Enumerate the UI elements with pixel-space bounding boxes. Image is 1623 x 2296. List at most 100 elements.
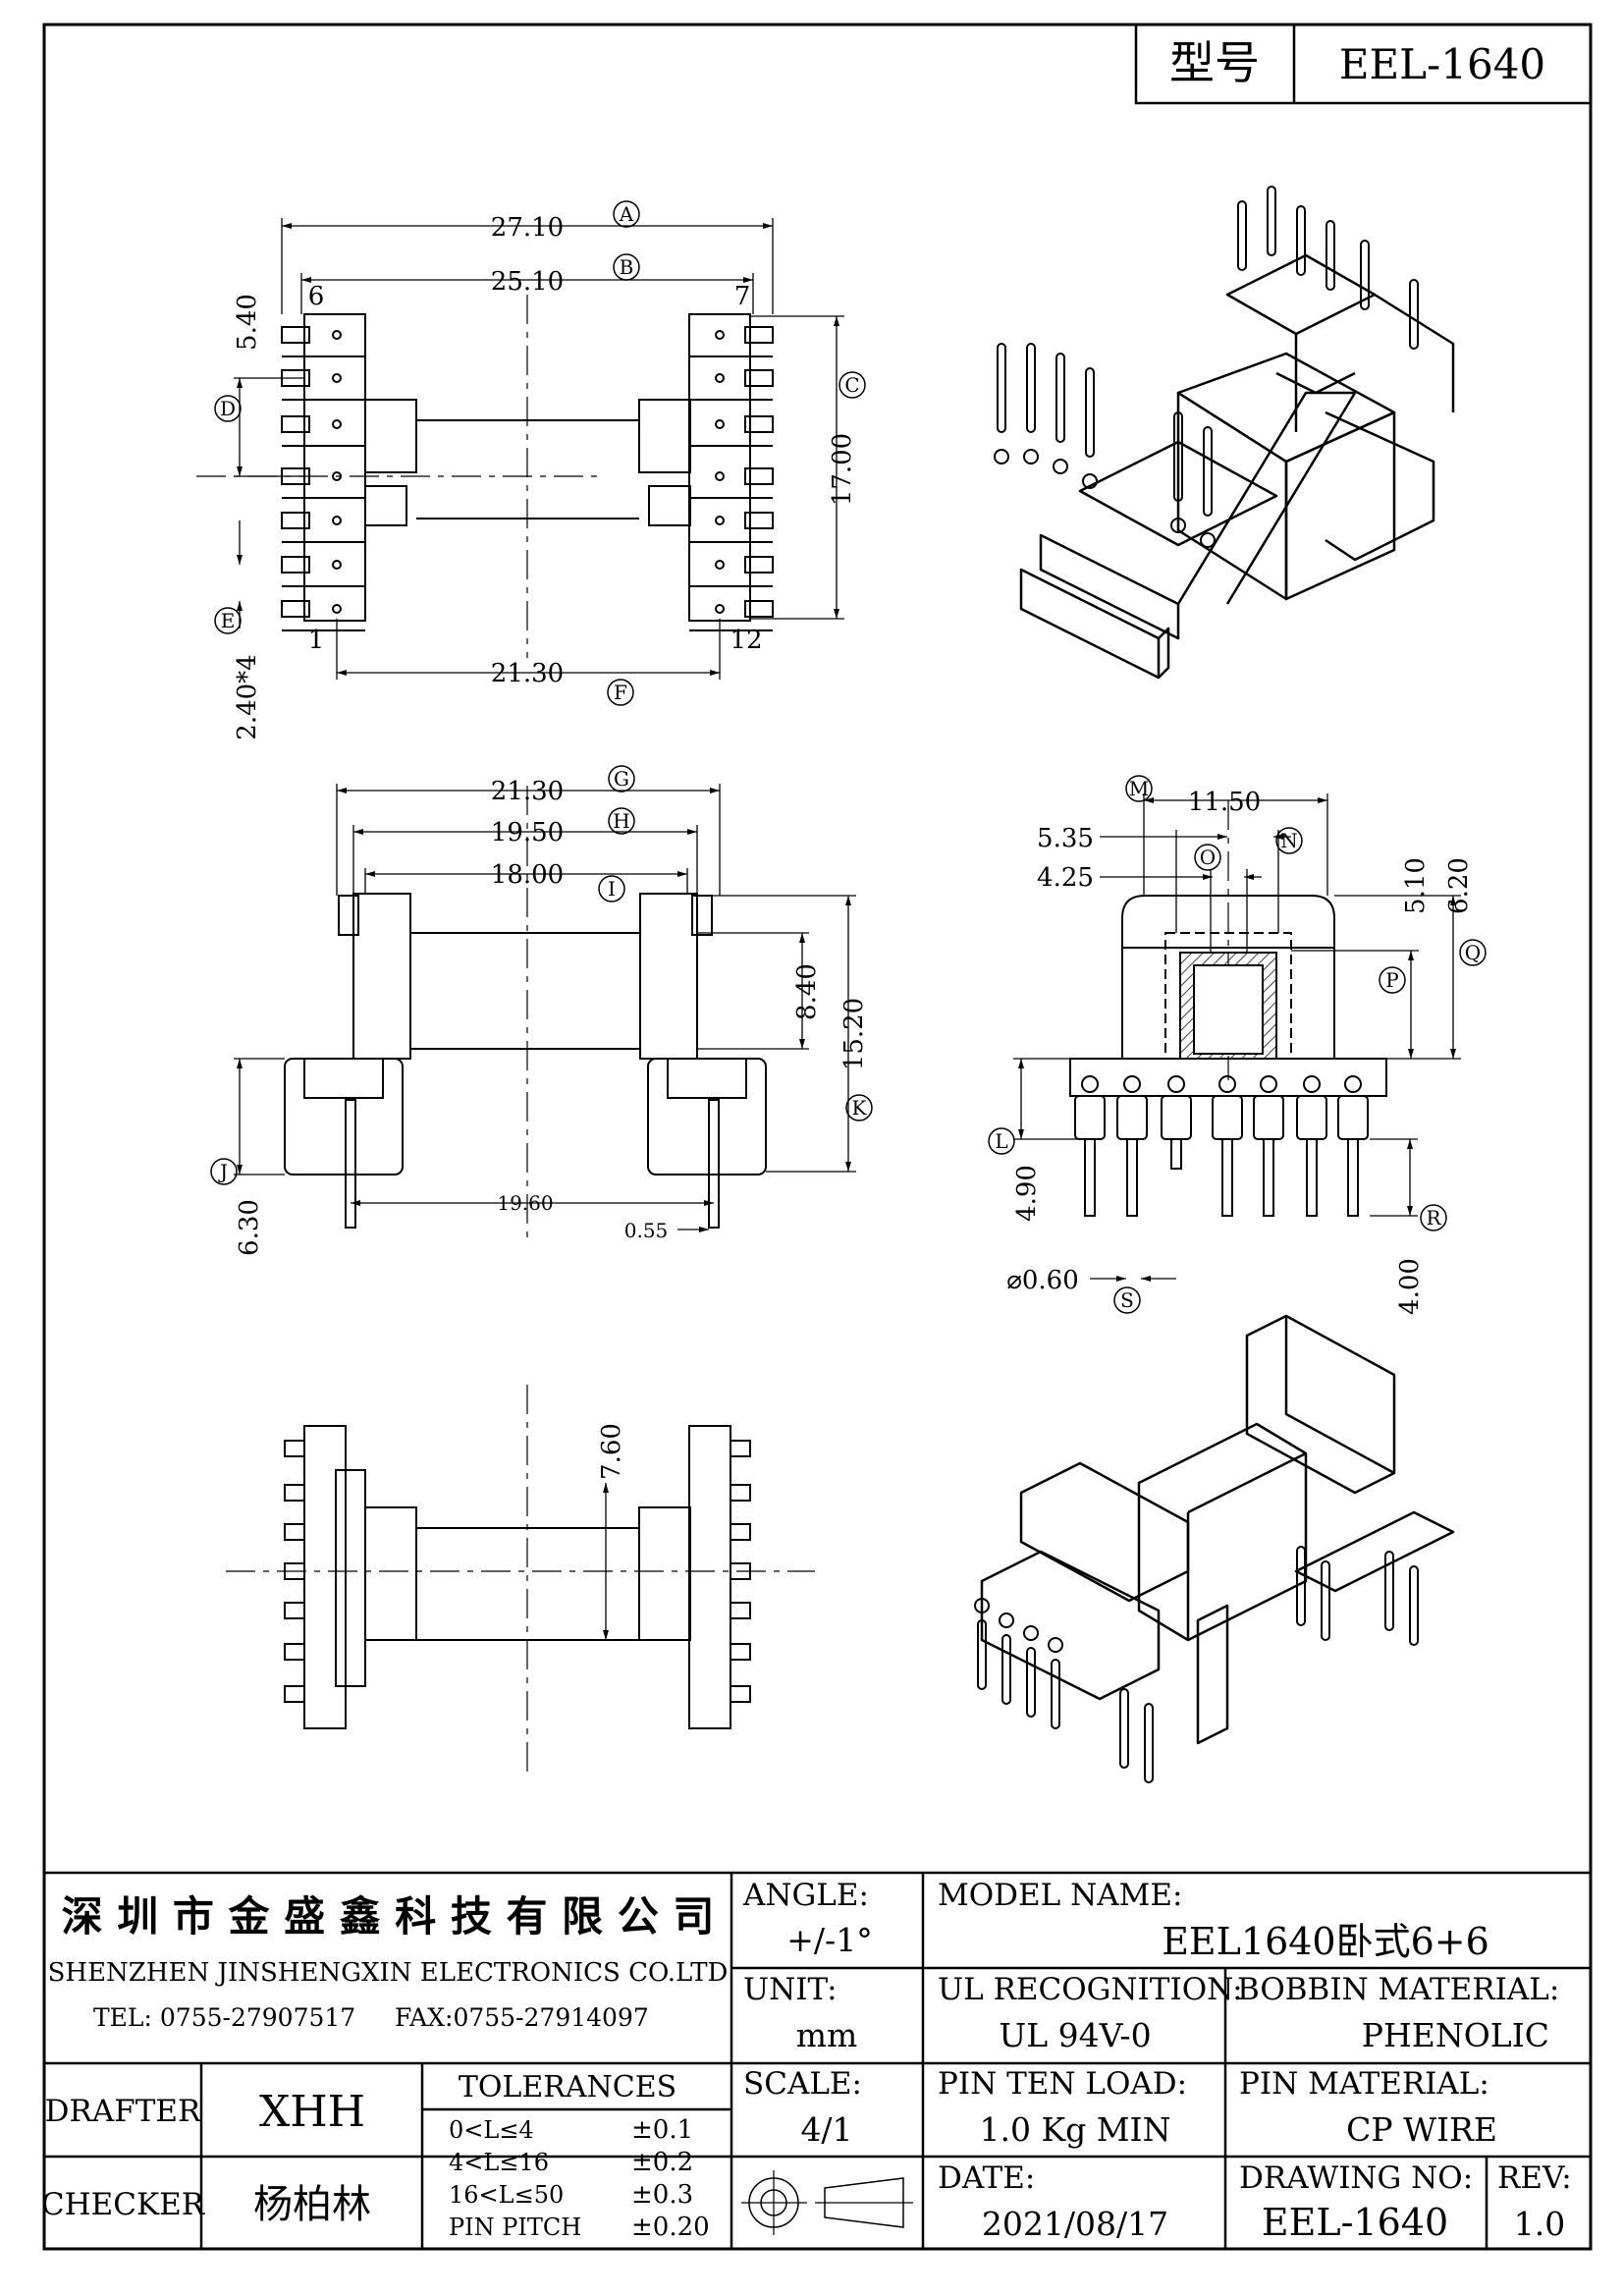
bottom-pin-left (284, 1643, 305, 1661)
top-pin-right (744, 467, 774, 485)
iso-bottom-pin-head (999, 1613, 1014, 1628)
front-pin-base (1337, 1095, 1369, 1140)
dim-q: 6.20 (1444, 857, 1474, 914)
iso-bottom-pin-lead (977, 1619, 987, 1690)
dim-b: 25.10 (491, 267, 564, 297)
pin-label-6: 6 (308, 282, 325, 311)
front-pin-lead (1221, 1138, 1233, 1217)
iso-top-pin-lower (1026, 343, 1036, 433)
iso-top-pin-upper (1267, 186, 1276, 256)
dim-pin: 0.55 (624, 1219, 669, 1242)
front-pin-lead (1263, 1138, 1274, 1217)
dim-inner: 8.40 (792, 963, 822, 1020)
iso-bottom-pin-lead (1409, 1565, 1419, 1646)
iso-bottom-pin-lead (1119, 1688, 1129, 1769)
bottom-pin-left (284, 1440, 305, 1457)
tolerance-range: 4<L≤16 (449, 2149, 549, 2176)
unit-label: UNIT: (743, 1972, 838, 2007)
iso-bottom-pin-lead (1296, 1546, 1306, 1626)
dim-e: 2.40*4 (233, 654, 262, 739)
dim-n: 5.35 (1037, 824, 1094, 853)
callout-circle-n (1275, 827, 1303, 854)
callout-circle-f (607, 679, 634, 706)
iso-bottom-pin-head (1048, 1637, 1063, 1653)
front-pin-head (1218, 1075, 1236, 1093)
side-view-dimensions (234, 784, 856, 1232)
top-pin-hole-right (715, 516, 725, 525)
dim-j: 6.30 (235, 1199, 264, 1256)
company-en: SHENZHEN JINSHENGXIN ELECTRONICS CO.LTD (48, 1958, 729, 1988)
front-pin-head (1344, 1075, 1362, 1093)
callout-letter-e: E (221, 609, 236, 632)
iso-top-pin-upper (1409, 279, 1419, 350)
tolerances-label: TOLERANCES (459, 2070, 676, 2105)
top-pin-right (744, 556, 774, 574)
top-pin-right (744, 369, 774, 387)
front-pin-head (1081, 1075, 1099, 1093)
callout-circle-c (839, 371, 866, 399)
callout-letter-n: N (1280, 829, 1298, 852)
dim-bottom-h: 7.60 (597, 1423, 626, 1480)
callout-circle-m (1125, 775, 1153, 802)
iso-top-pin-head (1053, 459, 1068, 474)
iso-top-pin-lower (1173, 411, 1183, 502)
angle-value: +/-1° (786, 1921, 872, 1959)
bottom-pin-right (730, 1440, 751, 1457)
callout-letter-i: I (608, 877, 616, 901)
top-pin-hole-left (332, 560, 342, 570)
callout-circle-o (1194, 844, 1221, 871)
front-view (1069, 800, 1387, 1097)
callout-letter-r: R (1426, 1206, 1441, 1230)
tolerance-range: 16<L≤50 (449, 2181, 564, 2209)
front-pin-lead (1306, 1138, 1318, 1217)
checker-label: CHECKER (41, 2187, 206, 2222)
angle-label: ANGLE: (742, 1878, 869, 1913)
isometric-view-top (1019, 253, 1455, 680)
top-view-pins (281, 326, 774, 631)
top-pin-left (281, 326, 310, 344)
iso-bottom-pin-lead (1026, 1647, 1036, 1718)
dim-c: 17.00 (828, 433, 857, 506)
front-pin-base (1296, 1095, 1327, 1140)
iso-top-pin-head (1023, 449, 1039, 465)
callout-circle-s (1113, 1286, 1141, 1314)
top-view-dimensions (234, 218, 844, 680)
front-pin-base (1212, 1095, 1243, 1140)
tolerance-value: ±0.20 (631, 2213, 710, 2242)
company-cn: 深 圳 市 金 盛 鑫 科 技 有 限 公 司 (62, 1892, 715, 1941)
pin-label-7: 7 (734, 282, 751, 311)
top-pin-right (744, 415, 774, 433)
dim-a: 27.10 (491, 213, 564, 243)
callout-circle-k (845, 1094, 873, 1121)
bottom-pin-left (284, 1602, 305, 1619)
iso-top-pin-head (1200, 532, 1216, 548)
callout-letter-l: L (995, 1129, 1007, 1153)
company-tel: TEL: 0755-27907517 (93, 2003, 355, 2032)
bottom-view-pins (284, 1440, 751, 1703)
pin-load-label: PIN TEN LOAD: (938, 2066, 1187, 2102)
top-pin-hole-right (715, 604, 725, 614)
top-pin-hole-left (332, 330, 342, 340)
ul-value: UL 94V-0 (999, 2016, 1151, 2054)
drafter-value: XHH (259, 2087, 365, 2137)
callout-letter-b: B (620, 255, 634, 279)
top-pin-hole-right (715, 330, 725, 340)
dim-d: 5.40 (233, 294, 262, 351)
top-pin-left (281, 512, 310, 529)
iso-bottom-pin-lead (1051, 1659, 1060, 1729)
bottom-pin-right (730, 1523, 751, 1541)
iso-top-pin-head (1082, 473, 1098, 489)
dim-span: 19.60 (497, 1191, 553, 1215)
callout-circle-e (214, 607, 242, 634)
bottom-pin-right (730, 1484, 751, 1502)
tolerance-value: ±0.1 (631, 2115, 693, 2145)
rev-label: REV: (1497, 2160, 1572, 2196)
bottom-pin-left (284, 1484, 305, 1502)
unit-value: mm (796, 2016, 858, 2054)
front-pin-head (1260, 1075, 1277, 1093)
dim-o: 4.25 (1037, 863, 1094, 893)
callout-letter-c: C (844, 373, 859, 397)
top-pin-hole-left (332, 516, 342, 525)
ul-label: UL RECOGNITION: (938, 1972, 1243, 2007)
